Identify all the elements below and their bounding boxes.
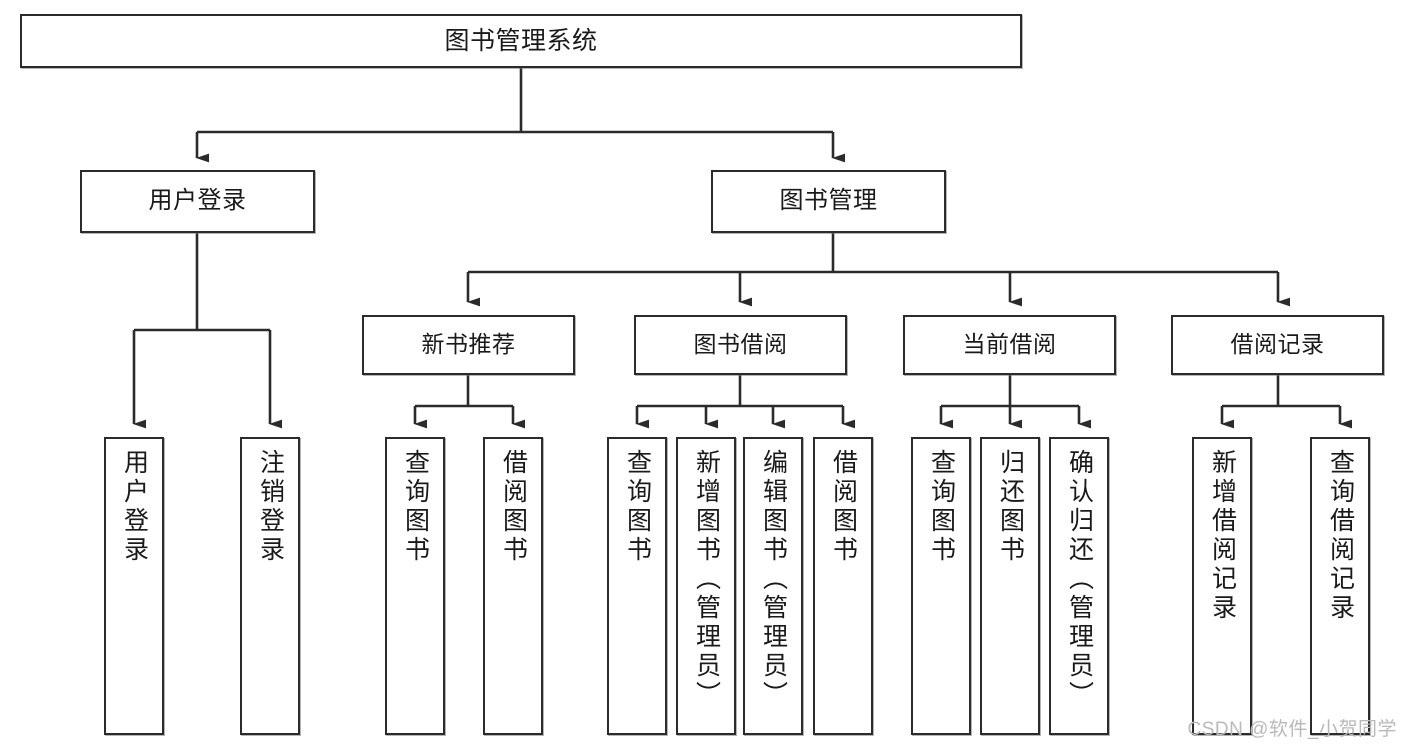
- node-label: 查询图书: [623, 449, 652, 565]
- leaf-borrow-book-recommend[interactable]: 借阅图书: [483, 437, 543, 735]
- node-label: 借阅记录: [1230, 331, 1325, 358]
- node-label: 查询图书: [927, 449, 956, 565]
- node-label: 图书借阅: [693, 331, 788, 358]
- node-label: 注销登录: [256, 449, 285, 565]
- node-label: 新增图书（管理员）: [692, 449, 721, 710]
- node-new-book-recommend[interactable]: 新书推荐: [362, 315, 575, 375]
- leaf-add-borrow-record[interactable]: 新增借阅记录: [1192, 437, 1252, 735]
- node-label: 查询图书: [401, 449, 430, 565]
- csdn-watermark: CSDN @软件_小贺同学: [1187, 719, 1397, 740]
- node-borrow-records[interactable]: 借阅记录: [1171, 315, 1384, 375]
- leaf-query-book-borrow[interactable]: 查询图书: [607, 437, 667, 735]
- leaf-user-login[interactable]: 用户登录: [104, 437, 164, 735]
- node-label: 图书管理: [779, 187, 878, 215]
- node-label: 图书管理系统: [444, 27, 598, 55]
- leaf-edit-book-admin[interactable]: 编辑图书（管理员）: [743, 437, 803, 735]
- node-label: 确认归还（管理员）: [1065, 449, 1094, 710]
- node-label: 用户登录: [148, 187, 247, 215]
- node-label: 编辑图书（管理员）: [759, 449, 788, 710]
- node-label: 借阅图书: [499, 449, 528, 565]
- leaf-add-book-admin[interactable]: 新增图书（管理员）: [676, 437, 736, 735]
- node-current-borrow[interactable]: 当前借阅: [903, 315, 1116, 375]
- node-book-management-system[interactable]: 图书管理系统: [20, 14, 1022, 68]
- leaf-query-borrow-record[interactable]: 查询借阅记录: [1310, 437, 1370, 735]
- node-label: 新增借阅记录: [1208, 449, 1237, 623]
- leaf-confirm-return-admin[interactable]: 确认归还（管理员）: [1049, 437, 1109, 735]
- node-label: 归还图书: [996, 449, 1025, 565]
- leaf-logout[interactable]: 注销登录: [240, 437, 300, 735]
- node-user-login[interactable]: 用户登录: [80, 170, 315, 233]
- node-label: 查询借阅记录: [1326, 449, 1355, 623]
- leaf-borrow-book[interactable]: 借阅图书: [813, 437, 873, 735]
- node-label: 新书推荐: [421, 331, 516, 358]
- node-label: 借阅图书: [829, 449, 858, 565]
- leaf-return-book[interactable]: 归还图书: [980, 437, 1040, 735]
- node-label: 当前借阅: [962, 331, 1057, 358]
- leaf-query-book-current[interactable]: 查询图书: [911, 437, 971, 735]
- node-label: 用户登录: [120, 449, 149, 565]
- node-book-borrow[interactable]: 图书借阅: [634, 315, 847, 375]
- leaf-query-book-recommend[interactable]: 查询图书: [385, 437, 445, 735]
- node-book-management[interactable]: 图书管理: [711, 170, 946, 233]
